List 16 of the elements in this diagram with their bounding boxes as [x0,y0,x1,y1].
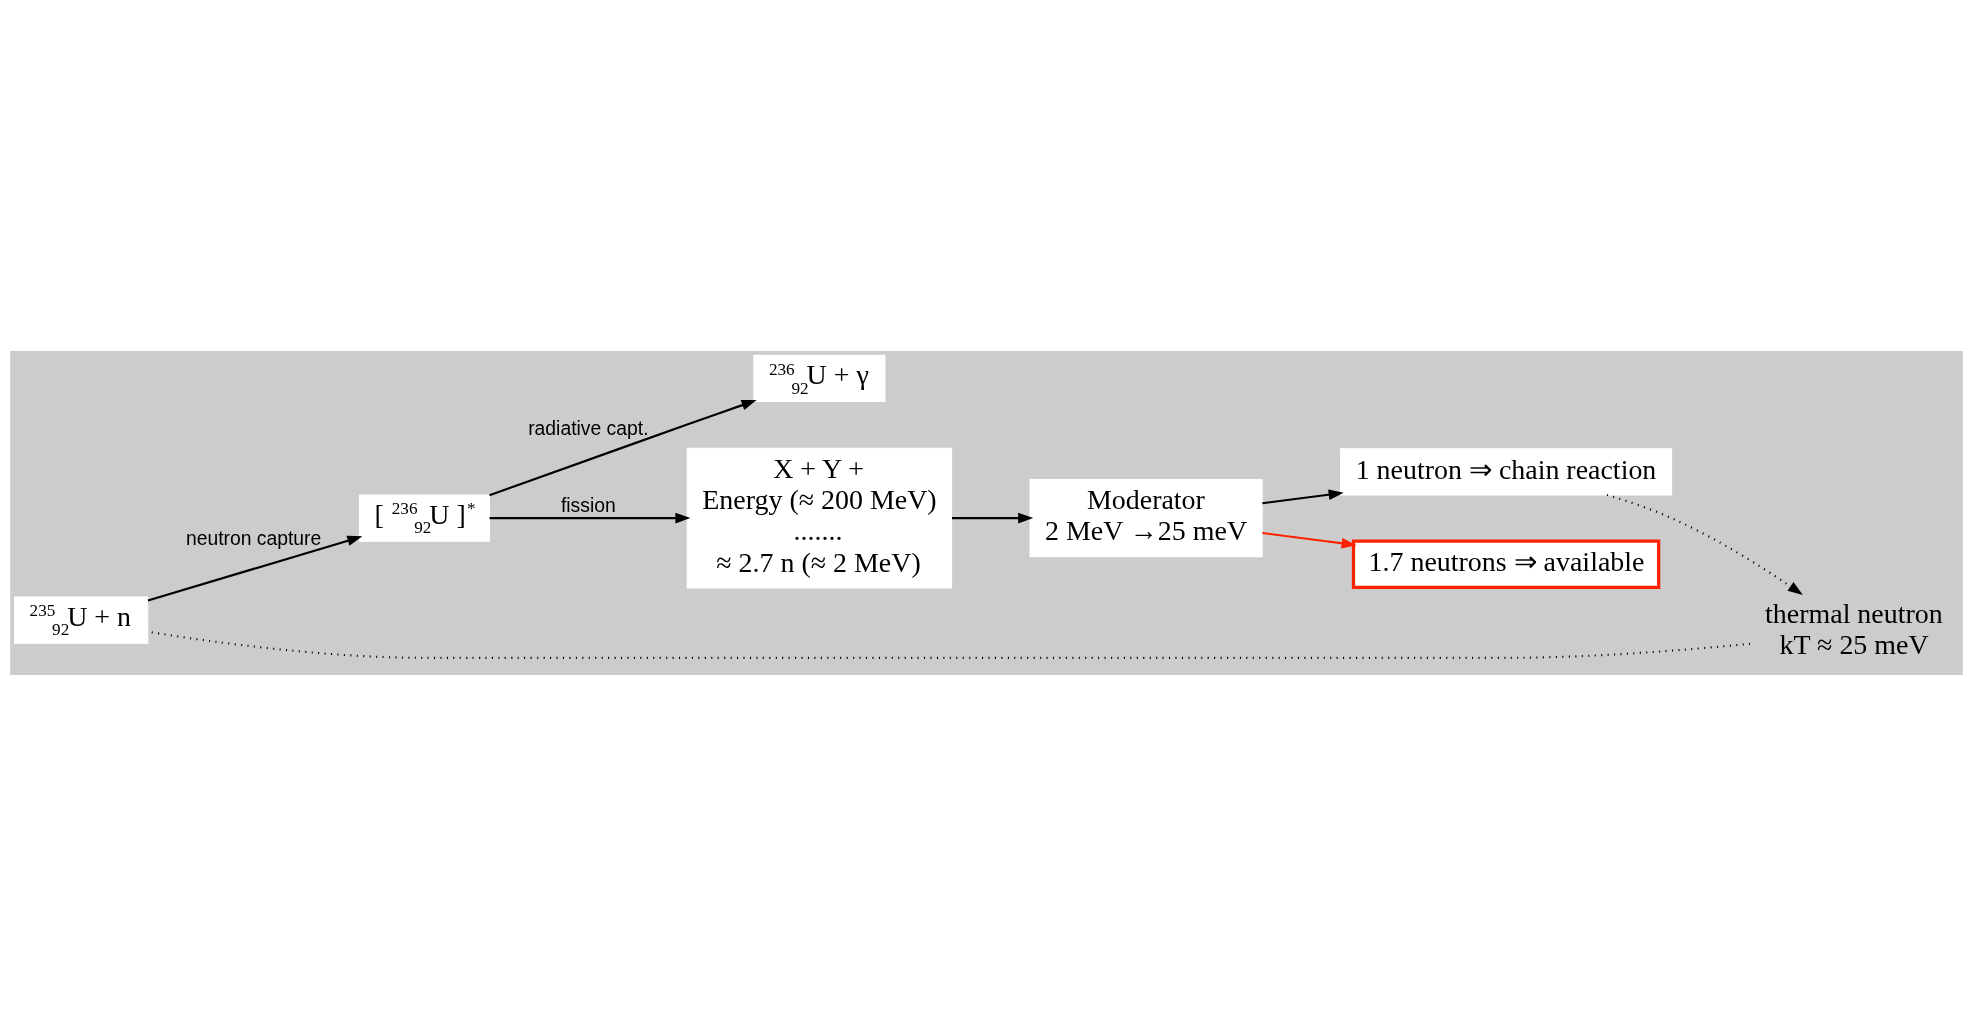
node-box: [ $^{236}$$_{92}$U ]$^{*}$ [358,494,491,542]
arrow [147,535,363,602]
node-box: X + Y + Energy (≈ 200 MeV) ....... ≈ 2.7 n (≈ 2 MeV) [686,447,953,589]
node-box: Moderator 2 MeV →25 meV [1029,478,1263,558]
arrow [1606,494,1803,595]
arrow [1262,531,1357,549]
node-box: 1.7 neutrons ⇒ available [1351,539,1661,590]
arrow [952,512,1034,524]
node-text: thermal neutron kT ≈ 25 meV [1765,598,1943,661]
arrow [489,400,757,497]
edge-label: radiative capt. [528,416,649,439]
arrow [489,512,691,524]
node-box: 1 neutron ⇒ chain reaction [1340,448,1673,496]
arrow [1262,489,1344,505]
edge-label: neutron capture [185,527,322,550]
edge-label: fission [560,494,616,517]
